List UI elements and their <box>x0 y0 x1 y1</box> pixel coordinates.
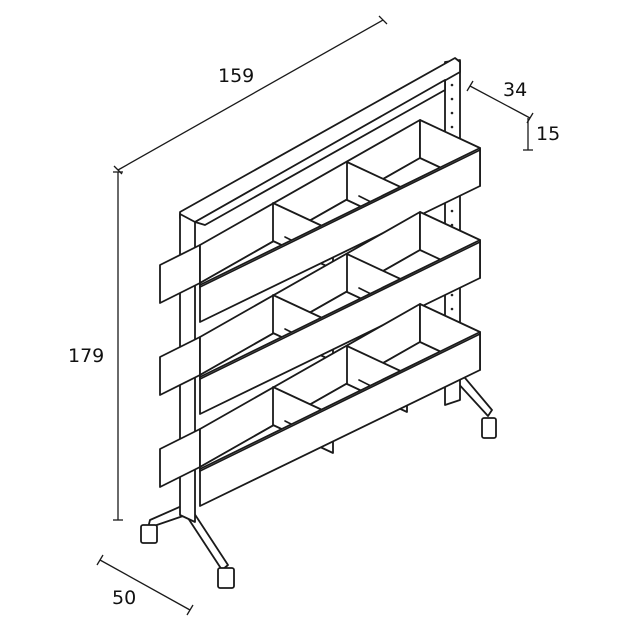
hole-icon <box>450 97 454 101</box>
width-dimension-line <box>117 19 384 171</box>
caster-icon <box>481 417 497 439</box>
caster-icon <box>140 524 158 544</box>
tray-front <box>199 331 481 507</box>
dimension-labels: 159 179 50 34 15 <box>68 65 560 609</box>
trays <box>159 119 481 507</box>
tray-depth-label: 34 <box>503 79 527 101</box>
dimension-lines <box>96 15 534 616</box>
depth-label: 50 <box>112 587 136 609</box>
tray <box>159 303 481 507</box>
tray <box>159 119 481 323</box>
tray-front <box>199 239 481 415</box>
legs-and-casters <box>140 371 497 589</box>
tray-height-label: 15 <box>536 123 560 145</box>
hole-icon <box>450 209 454 213</box>
caster-icon <box>217 567 235 589</box>
hole-icon <box>450 307 454 311</box>
hole-icon <box>450 83 454 87</box>
top-beam-inner <box>194 79 446 226</box>
tray-depth-dimension-line <box>469 85 531 119</box>
hole-icon <box>450 125 454 129</box>
depth-dimension-line <box>99 559 191 611</box>
height-label: 179 <box>68 345 104 367</box>
tray <box>159 211 481 415</box>
tray-front <box>199 147 481 323</box>
width-label: 159 <box>218 65 254 87</box>
hole-icon <box>450 293 454 297</box>
hole-icon <box>450 111 454 115</box>
